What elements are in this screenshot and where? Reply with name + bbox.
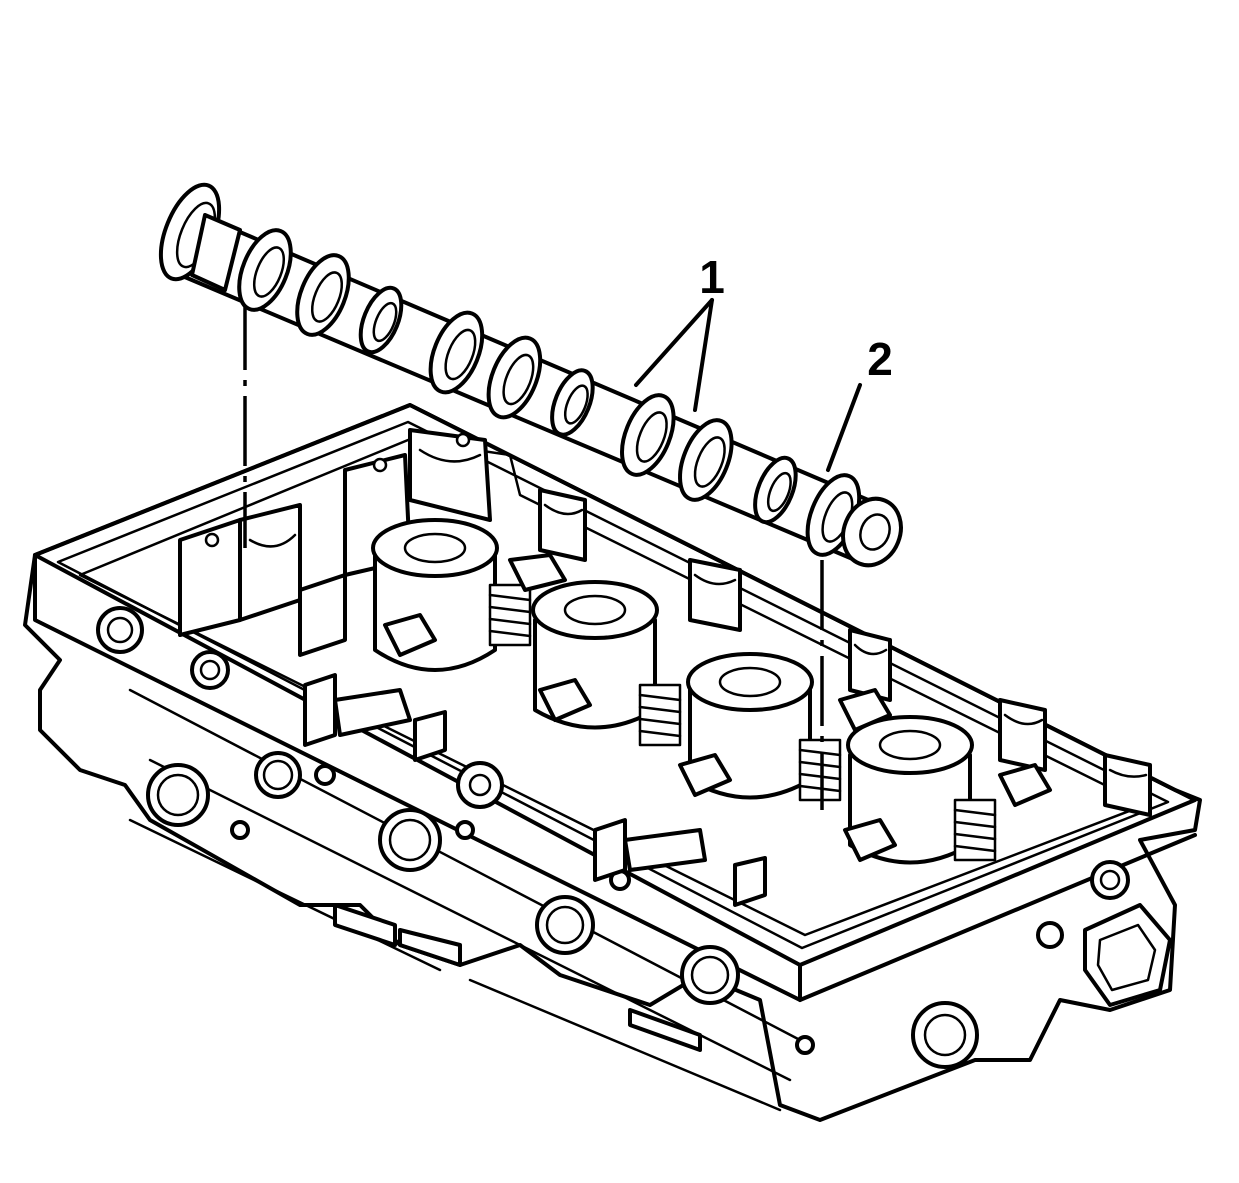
front-rail [303,673,767,907]
cam-lobe [428,310,485,395]
cam-lobe [295,253,351,337]
cylinder-head [23,403,1202,1122]
cam-lobe-face [563,384,589,425]
cam-lobe-face [252,246,286,298]
cam-lobe-face [372,301,398,343]
cam-lobe [237,228,293,312]
cam-lobe [620,393,676,477]
cam-lobe [678,418,734,502]
front-face-ports [96,606,1130,1069]
cam-lobe-face [502,353,535,406]
callout-1: 1 [634,251,725,412]
cam-lobe-face [766,471,792,513]
cam-lobe-face [693,436,726,488]
callout-2-label: 2 [867,333,893,385]
callout-2: 2 [826,333,893,472]
cam-lobe-face [635,411,668,463]
callout-2-leader [826,383,862,472]
alignment-lines [243,300,824,810]
cam-lobe-face [310,271,344,323]
callout-1-label: 1 [699,251,725,303]
camshaft [158,182,903,568]
cam-bearing-towers [178,428,1152,817]
callout-1-leader-b [693,298,714,412]
cam-lobe-face [444,328,477,381]
valve-springs [383,553,1052,862]
cam-lobe [486,335,543,420]
callout-1-leader-a [634,298,714,387]
